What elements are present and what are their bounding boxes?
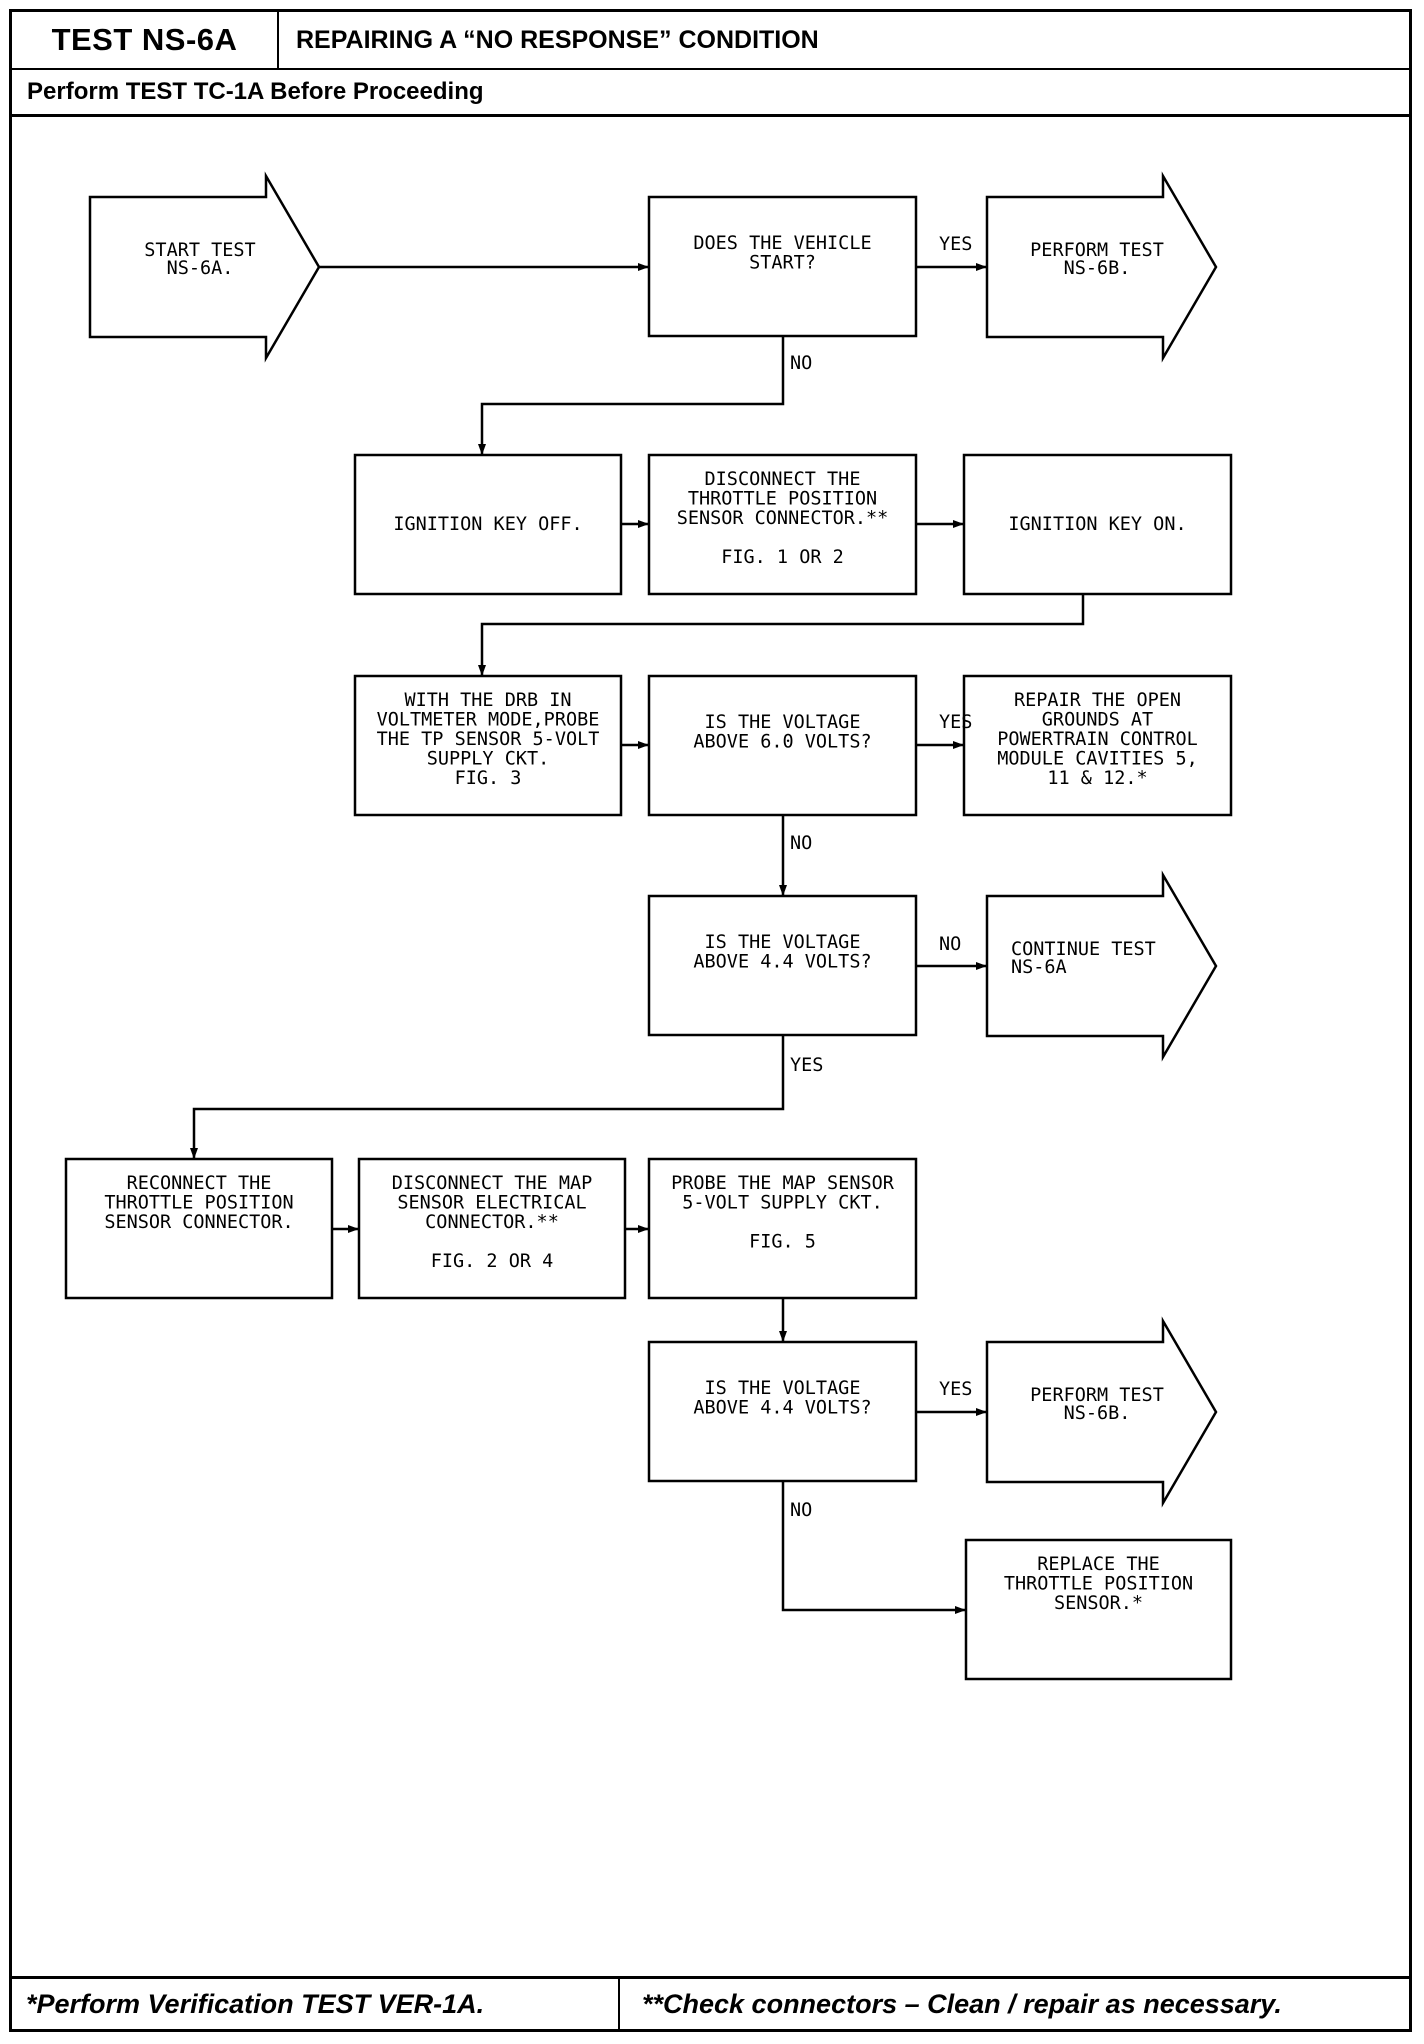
connector-line (478, 336, 785, 455)
connector-line (478, 594, 1085, 676)
connector-line (781, 1481, 966, 1614)
step-box-q-above-44-a (647, 894, 918, 1037)
test-title: REPAIRING A “NO RESPONSE” CONDITION (296, 26, 819, 54)
step-box-q-above-6 (647, 674, 918, 817)
prerequisite-row: Perform TEST TC-1A Before Proceeding (12, 70, 1409, 117)
step-box-ign-key-off (353, 453, 623, 596)
test-id: TEST NS-6A (12, 12, 279, 68)
branch-label-yes-4: YES (939, 1379, 972, 1400)
footer-row: *Perform Verification TEST VER-1A. **Che… (12, 1976, 1409, 2029)
step-box-q-vehicle-start (647, 195, 918, 338)
terminal-arrow-perform-ns6b-2 (985, 1316, 1218, 1508)
branch-label-yes-3: YES (790, 1055, 823, 1076)
branch-label-no-3: NO (939, 934, 961, 955)
step-box-reconnect-tps (64, 1157, 334, 1300)
branch-label-no-1: NO (790, 353, 812, 374)
step-box-disc-tps (647, 453, 918, 596)
step-text-ign-key-on: IGNITION KEY ON. (1008, 514, 1186, 535)
step-box-probe-map (647, 1157, 918, 1300)
connector-line (190, 1035, 785, 1159)
branch-label-no-4: NO (790, 1500, 812, 1521)
terminal-arrow-continue-ns6a (985, 870, 1218, 1062)
step-box-probe-tp (353, 674, 623, 817)
step-box-repair-grounds (962, 674, 1233, 817)
header-row: TEST NS-6A REPAIRING A “NO RESPONSE” CON… (12, 12, 1409, 70)
connector-note: **Check connectors – Clean / repair as n… (642, 1989, 1282, 2019)
terminal-arrow-start (88, 171, 321, 363)
branch-label-no-2: NO (790, 833, 812, 854)
step-box-disc-map (357, 1157, 627, 1300)
prerequisite-note: Perform TEST TC-1A Before Proceeding (27, 78, 484, 105)
branch-label-yes-1: YES (939, 234, 972, 255)
branch-label-yes-2: YES (939, 712, 972, 733)
terminal-arrow-perform-ns6b-1 (985, 171, 1218, 363)
test-sheet: TEST NS-6A REPAIRING A “NO RESPONSE” CON… (9, 9, 1412, 2032)
step-box-q-above-44-b (647, 1340, 918, 1483)
step-box-ign-key-on (962, 453, 1233, 596)
verification-note: *Perform Verification TEST VER-1A. (12, 1979, 620, 2029)
step-box-replace-tps (964, 1538, 1233, 1681)
step-text-ign-key-off: IGNITION KEY OFF. (393, 514, 582, 535)
